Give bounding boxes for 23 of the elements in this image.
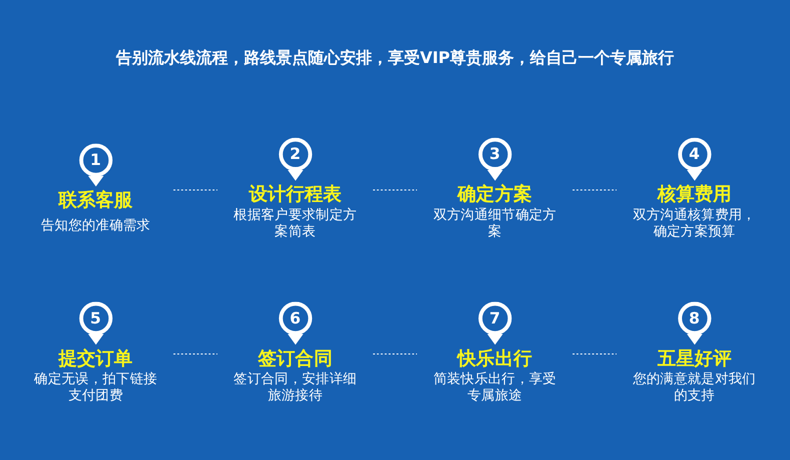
connector [172, 189, 218, 190]
node-label: 根据客户要求制定方案简表 [234, 207, 357, 240]
node-label: 提交订单 [58, 348, 133, 370]
connector [372, 354, 418, 355]
connector [372, 189, 418, 190]
node-label: 联系客服 [58, 189, 133, 211]
node-label: 您的满意就是对我们的支持 [632, 371, 756, 404]
connector [572, 354, 618, 355]
node-label: 简装快乐出行，享受专属旅途 [433, 371, 556, 404]
node-label: 双方沟通核算费用，确定方案预算 [632, 207, 756, 240]
node-label: 签订合同 [258, 348, 332, 370]
node-label: 告知您的准确需求 [40, 218, 150, 234]
node-label: 双方沟通细节确定方案 [433, 207, 556, 240]
connector [572, 189, 618, 190]
node-label: 确定无误，拍下链接支付团费 [34, 371, 158, 404]
connector [172, 354, 218, 355]
node-label: 确定方案 [458, 184, 532, 206]
node-label: 五星好评 [657, 348, 732, 370]
node-label: 签订合同，安排详细旅游接待 [234, 371, 357, 404]
node-label: 核算费用 [657, 184, 732, 206]
title: 告别流水线流程，路线景点随心安排，享受VIP尊贵服务，给自己一个专属旅行 [116, 48, 674, 69]
node-label: 快乐出行 [458, 348, 532, 370]
node-label: 设计行程表 [248, 184, 342, 206]
